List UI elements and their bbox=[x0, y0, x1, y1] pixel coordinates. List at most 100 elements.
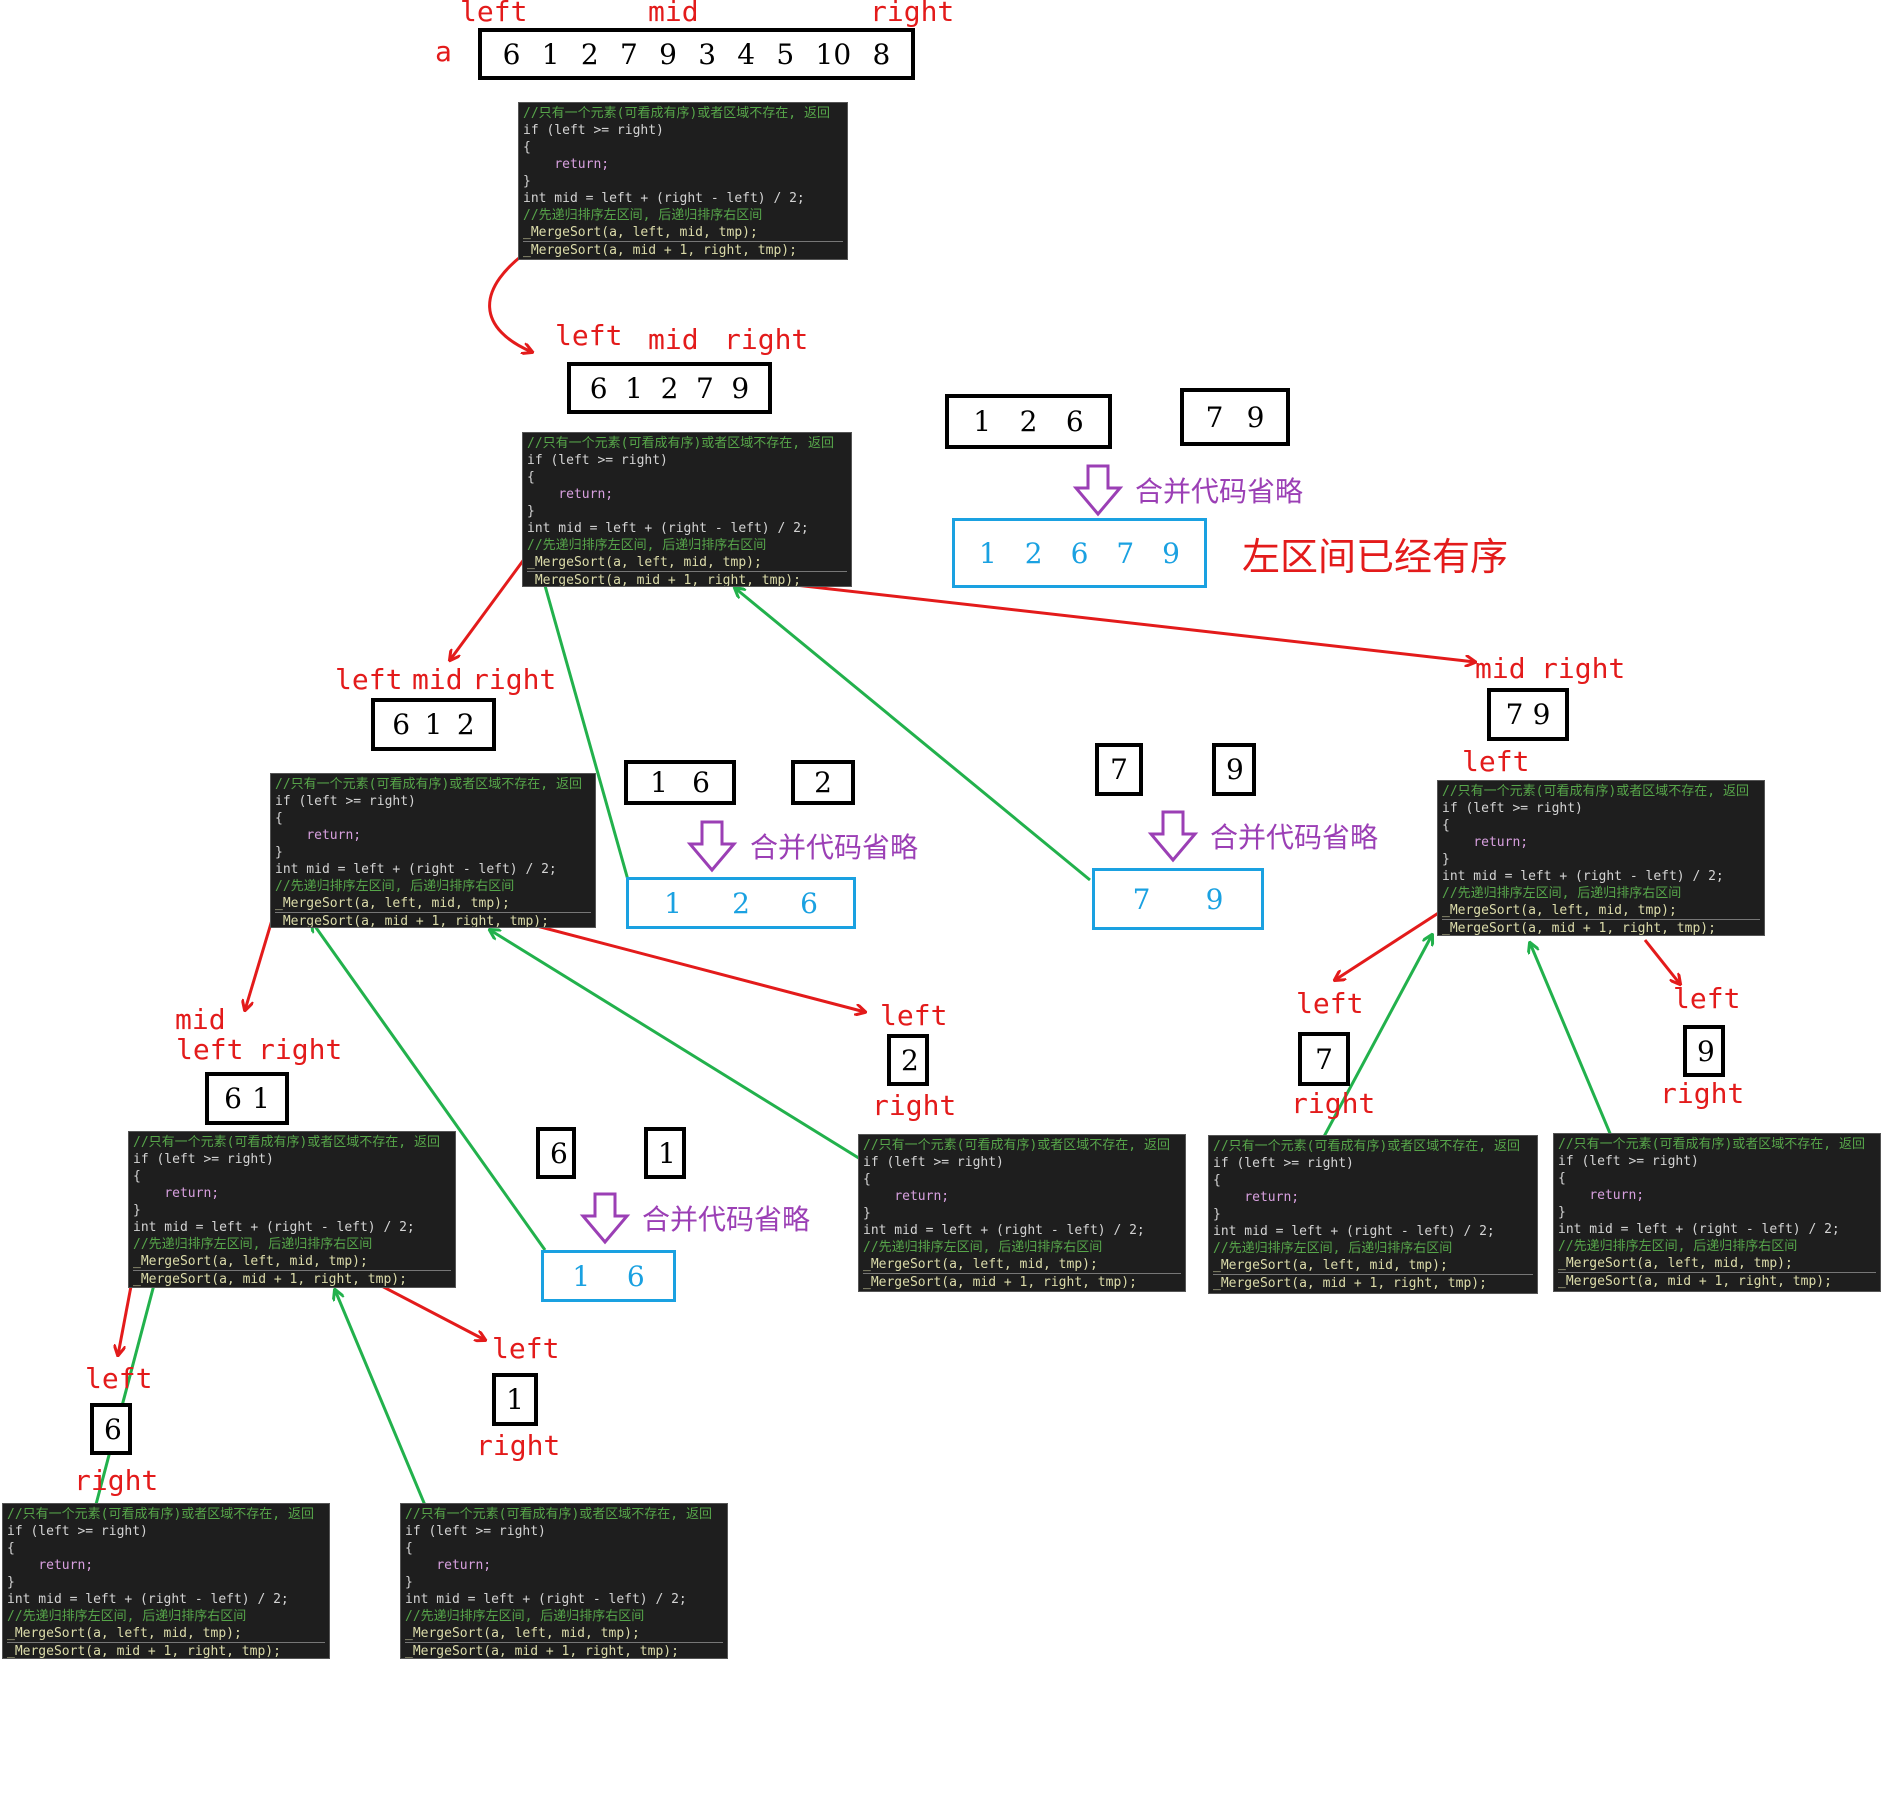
array-cell: 1 bbox=[625, 371, 643, 405]
code-text: _MergeSort(a, left, mid, tmp); bbox=[863, 1257, 1098, 1272]
array-cell: 8 bbox=[872, 37, 891, 71]
array-cell: 9 bbox=[731, 371, 750, 405]
code-text: } bbox=[1213, 1207, 1221, 1222]
code-text: //只有一个元素(可看成有序)或者区域不存在, 返回 bbox=[523, 106, 830, 121]
array-cell: 7 bbox=[619, 37, 638, 71]
code-text: _MergeSort(a, mid + 1, right, tmp); bbox=[405, 1644, 679, 1659]
code-text: //先递归排序左区间, 后递归排序右区间 bbox=[527, 538, 767, 553]
array-cell: 2 bbox=[901, 1043, 919, 1077]
code-text: //只有一个元素(可看成有序)或者区域不存在, 返回 bbox=[527, 436, 834, 451]
code-text: int mid = left + (right - left) / 2; bbox=[527, 521, 809, 536]
code-line: if (left >= right) bbox=[7, 1523, 325, 1540]
call-arrow bbox=[369, 1278, 485, 1340]
array-cell: 6 bbox=[1070, 536, 1089, 570]
code-text: return; bbox=[554, 157, 610, 172]
code-line: _MergeSort(a, mid + 1, right, tmp); bbox=[523, 241, 843, 259]
subarray-box: 7 bbox=[1298, 1032, 1350, 1086]
merged-sorted-box: 7 9 bbox=[1092, 868, 1264, 930]
code-line: return; bbox=[863, 1188, 1181, 1205]
call-arrow bbox=[509, 917, 865, 1012]
code-line: if (left >= right) bbox=[1442, 800, 1760, 817]
array-cell: 2 bbox=[814, 766, 832, 799]
code-text: _MergeSort(a, left, mid, tmp); bbox=[275, 896, 510, 911]
code-line: _MergeSort(a, left, mid, tmp); bbox=[405, 1625, 723, 1642]
code-text: int mid = left + (right - left) / 2; bbox=[1558, 1222, 1840, 1237]
array-cell: 9 bbox=[1246, 400, 1265, 434]
left-label: left bbox=[176, 1033, 244, 1066]
mid-label: mid bbox=[648, 0, 699, 28]
array-cell: 1 bbox=[424, 708, 443, 741]
code-line: _MergeSort(a, mid + 1, right, tmp); bbox=[863, 1273, 1181, 1291]
merge-omitted-label: 合并代码省略 bbox=[1210, 821, 1379, 854]
call-arrow bbox=[1335, 910, 1441, 980]
code-text: _MergeSort(a, left, mid, tmp); bbox=[1442, 903, 1677, 918]
code-text: } bbox=[863, 1206, 871, 1221]
code-text: //先递归排序左区间, 后递归排序右区间 bbox=[1558, 1239, 1798, 1254]
code-line: return; bbox=[1558, 1187, 1876, 1204]
code-text: //先递归排序左区间, 后递归排序右区间 bbox=[1213, 1241, 1453, 1256]
code-line: return; bbox=[405, 1557, 723, 1574]
code-text: return; bbox=[164, 1186, 220, 1201]
code-line: _MergeSort(a, mid + 1, right, tmp); bbox=[7, 1642, 325, 1658]
code-line: _MergeSort(a, left, mid, tmp); bbox=[1558, 1255, 1876, 1272]
subarray-box: 1 bbox=[492, 1373, 538, 1426]
code-line: _MergeSort(a, left, mid, tmp); bbox=[275, 895, 591, 912]
array-cell: 2 bbox=[456, 708, 475, 741]
code-line: } bbox=[1442, 851, 1760, 868]
code-text: int mid = left + (right - left) / 2; bbox=[1442, 869, 1724, 884]
code-line: _MergeSort(a, left, mid, tmp); bbox=[523, 224, 843, 241]
code-line: //先递归排序左区间, 后递归排序右区间 bbox=[7, 1608, 325, 1625]
code-line: { bbox=[1558, 1170, 1876, 1187]
code-text: _MergeSort(a, mid + 1, right, tmp); bbox=[1213, 1276, 1487, 1291]
right-label: right bbox=[1291, 1087, 1376, 1120]
code-text: return; bbox=[1244, 1190, 1300, 1205]
code-text: } bbox=[7, 1575, 15, 1590]
code-text: } bbox=[523, 174, 531, 189]
code-line: //先递归排序左区间, 后递归排序右区间 bbox=[523, 207, 843, 224]
array-cell: 4 bbox=[737, 37, 756, 71]
merged-sorted-box: 1 6 bbox=[541, 1250, 676, 1302]
code-text: int mid = left + (right - left) / 2; bbox=[863, 1223, 1145, 1238]
code-line: //先递归排序左区间, 后递归排序右区间 bbox=[1558, 1238, 1876, 1255]
merge-down-arrow bbox=[579, 1192, 631, 1245]
code-line: _MergeSort(a, mid + 1, right, tmp); bbox=[1558, 1272, 1876, 1290]
array-box: 6 1 2 7 9 3 4 5 10 8 bbox=[478, 28, 915, 80]
array-cell: 1 bbox=[252, 1082, 270, 1115]
right-label: right bbox=[476, 1429, 561, 1462]
code-text: int mid = left + (right - left) / 2; bbox=[275, 862, 557, 877]
code-line: { bbox=[863, 1171, 1181, 1188]
code-line: int mid = left + (right - left) / 2; bbox=[405, 1591, 723, 1608]
array-cell: 6 bbox=[224, 1082, 242, 1115]
array-cell: 6 bbox=[589, 371, 608, 405]
code-line: //先递归排序左区间, 后递归排序右区间 bbox=[1442, 885, 1760, 902]
code-line: } bbox=[523, 173, 843, 190]
array-cell: 1 bbox=[541, 37, 560, 71]
merge-input-box: 1 2 6 bbox=[945, 394, 1112, 449]
merge-down-arrow bbox=[1072, 464, 1124, 517]
code-line: int mid = left + (right - left) / 2; bbox=[1442, 868, 1760, 885]
code-line: } bbox=[7, 1574, 325, 1591]
code-text: return; bbox=[894, 1189, 950, 1204]
code-line: _MergeSort(a, left, mid, tmp); bbox=[527, 554, 847, 571]
code-line: int mid = left + (right - left) / 2; bbox=[1558, 1221, 1876, 1238]
code-line: return; bbox=[1213, 1189, 1533, 1206]
code-text: _MergeSort(a, mid + 1, right, tmp); bbox=[523, 243, 797, 258]
left-label: left bbox=[460, 0, 528, 28]
mid-label: mid bbox=[648, 323, 699, 356]
array-cell: 2 bbox=[580, 37, 599, 71]
code-line: //只有一个元素(可看成有序)或者区域不存在, 返回 bbox=[523, 105, 843, 122]
array-cell: 6 bbox=[550, 1136, 568, 1170]
code-text: return; bbox=[558, 487, 614, 502]
merge-down-arrow bbox=[686, 820, 738, 873]
array-cell: 1 bbox=[664, 886, 682, 920]
array-cell: 1 bbox=[506, 1383, 524, 1416]
array-cell: 7 bbox=[1132, 882, 1151, 916]
merge-input-box: 2 bbox=[791, 760, 855, 805]
array-cell: 7 bbox=[1116, 536, 1135, 570]
code-line: //只有一个元素(可看成有序)或者区域不存在, 返回 bbox=[405, 1506, 723, 1523]
